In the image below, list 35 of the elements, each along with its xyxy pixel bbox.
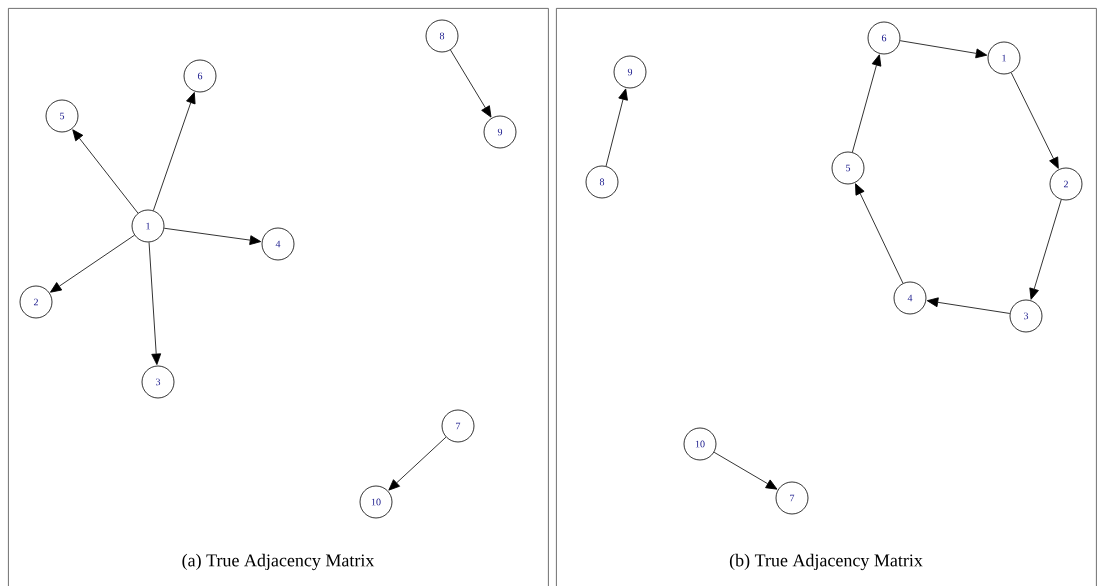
arrow: [926, 297, 1011, 314]
arrow: [713, 451, 778, 490]
graph-node: 10: [683, 427, 717, 461]
arrow: [1010, 72, 1059, 169]
graph-node: 1: [987, 41, 1021, 75]
graph-node: 7: [441, 409, 475, 443]
arrow: [153, 92, 196, 211]
arrow: [50, 234, 135, 293]
graph-node: 5: [45, 99, 79, 133]
arrow: [388, 436, 447, 491]
graph-node: 8: [585, 165, 619, 199]
graph-node: 1: [131, 209, 165, 243]
arrow: [163, 227, 262, 245]
graph-node: 2: [1049, 167, 1083, 201]
graph-node: 3: [141, 365, 175, 399]
graph-node: 8: [425, 19, 459, 53]
arrow: [855, 183, 904, 284]
arrow: [1029, 199, 1062, 300]
arrow: [605, 88, 628, 167]
graph-node: 9: [483, 115, 517, 149]
arrow: [852, 54, 882, 153]
arrow: [899, 40, 988, 59]
graph-node: 6: [867, 21, 901, 55]
arrow: [148, 241, 162, 365]
arrow: [72, 129, 139, 214]
arrow: [450, 49, 492, 118]
graph-node: 5: [831, 151, 865, 185]
graph-node: 4: [261, 227, 295, 261]
graph-node: 4: [893, 281, 927, 315]
graph-node: 6: [183, 59, 217, 93]
graph-node: 10: [359, 485, 393, 519]
graph-node: 9: [613, 55, 647, 89]
graph-node: 2: [19, 285, 53, 319]
graph-node: 3: [1009, 299, 1043, 333]
graph-node: 7: [775, 481, 809, 515]
